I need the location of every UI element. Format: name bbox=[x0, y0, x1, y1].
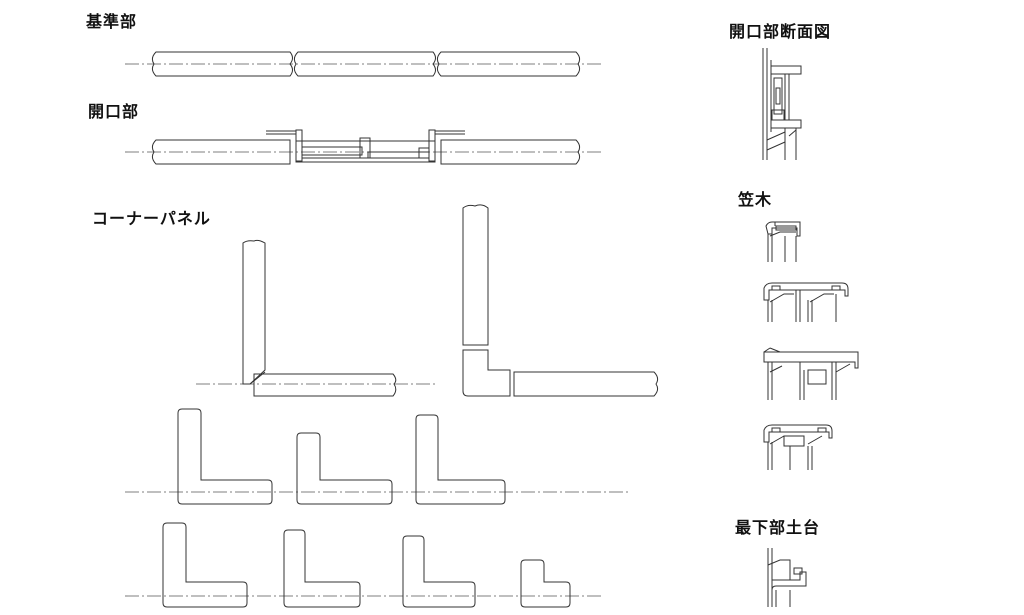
coping-detail-3 bbox=[763, 347, 859, 400]
standard-panels bbox=[125, 51, 604, 77]
corner-l-row-2 bbox=[125, 522, 604, 608]
opening-panel-right bbox=[440, 139, 581, 165]
coping-detail-4 bbox=[763, 424, 833, 470]
standard-panel-2 bbox=[293, 51, 436, 77]
opening-panels bbox=[125, 129, 604, 165]
label-coping: 笠木 bbox=[738, 190, 773, 209]
label-opening-section: 開口部断面図 bbox=[729, 22, 832, 41]
corner-l-2-1 bbox=[162, 522, 248, 608]
corner-panel-a-horizontal bbox=[253, 373, 397, 397]
opening-section-detail bbox=[762, 48, 802, 160]
corner-panel-b-horizontal bbox=[513, 371, 659, 397]
label-corner-panel: コーナーパネル bbox=[92, 209, 211, 228]
coping-detail-2 bbox=[763, 282, 849, 322]
label-opening: 開口部 bbox=[88, 102, 140, 121]
opening-panel-left bbox=[151, 139, 291, 165]
corner-l-1-2 bbox=[296, 432, 393, 505]
corner-l-2-2 bbox=[283, 529, 361, 608]
corner-l-2-4 bbox=[520, 559, 571, 608]
standard-panel-1 bbox=[151, 51, 293, 77]
label-standard: 基準部 bbox=[86, 12, 138, 31]
corner-panel-b-vertical bbox=[462, 204, 489, 346]
corner-panel-b-corner bbox=[462, 349, 511, 397]
corner-panel-a-vertical bbox=[242, 239, 266, 385]
corner-l-1-1 bbox=[177, 408, 273, 505]
label-base: 最下部土台 bbox=[735, 518, 821, 537]
corner-l-2-3 bbox=[402, 535, 476, 608]
coping-detail-1 bbox=[765, 221, 801, 262]
corner-l-row-1 bbox=[125, 408, 630, 505]
standard-panel-3 bbox=[436, 51, 581, 77]
corner-l-1-3 bbox=[415, 414, 506, 505]
corner-panels-upper bbox=[196, 204, 659, 397]
base-detail bbox=[767, 548, 807, 607]
